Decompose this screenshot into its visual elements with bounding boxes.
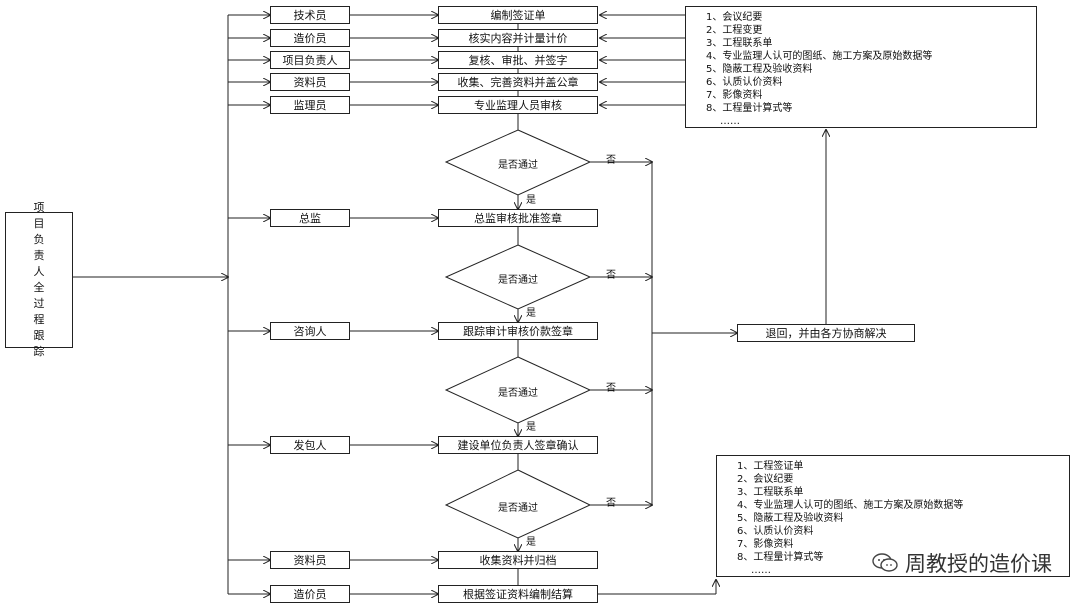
note-item: 5、隐蔽工程及验收资料: [706, 64, 813, 75]
yes-label: 是: [526, 537, 536, 548]
note-item: 8、工程量计算式等: [706, 103, 793, 114]
yes-label: 是: [526, 308, 536, 319]
no-label: 否: [606, 498, 616, 509]
note-item: 1、工程签证单: [737, 461, 804, 472]
yes-label: 是: [526, 195, 536, 206]
note-item: 2、工程变更: [706, 25, 763, 36]
step-settlement: 根据签证资料编制结算: [438, 585, 598, 603]
yes-label: 是: [526, 422, 536, 433]
step-audit-sign: 跟踪审计审核价款签章: [438, 322, 598, 340]
note-item: 6、认质认价资料: [737, 526, 814, 537]
role-cost-estimator: 造价员: [270, 29, 350, 47]
archive-documents-note: 1、工程签证单 2、会议纪要 3、工程联系单 4、专业监理人认可的图纸、施工方案…: [716, 455, 1070, 577]
step-review-approve: 复核、审批、并签字: [438, 51, 598, 69]
step-supervisor-review: 专业监理人员审核: [438, 96, 598, 114]
step-chief-approve: 总监审核批准签章: [438, 209, 598, 227]
role-employer: 发包人: [270, 436, 350, 454]
role-consultant: 咨询人: [270, 322, 350, 340]
note-item: 3、工程联系单: [706, 38, 773, 49]
watermark-text: 周教授的造价课: [905, 552, 1052, 576]
note-item: 5、隐蔽工程及验收资料: [737, 513, 844, 524]
step-prepare-visa: 编制签证单: [438, 6, 598, 24]
decision-diamond: [444, 129, 592, 196]
return-negotiate-box: 退回，并由各方协商解决: [737, 324, 915, 342]
note-item: 7、影像资料: [737, 539, 794, 550]
required-documents-note: 1、会议纪要 2、工程变更 3、工程联系单 4、专业监理人认可的图纸、施工方案及…: [685, 6, 1037, 128]
step-verify-pricing: 核实内容并计量计价: [438, 29, 598, 47]
no-label: 否: [606, 383, 616, 394]
decision-label: 是否通过: [498, 275, 538, 286]
note-item: 2、会议纪要: [737, 474, 794, 485]
role-cost-estimator-2: 造价员: [270, 585, 350, 603]
decision-label: 是否通过: [498, 388, 538, 399]
note-item: 4、专业监理人认可的图纸、施工方案及原始数据等: [737, 500, 964, 511]
role-document-clerk: 资料员: [270, 73, 350, 91]
role-project-manager: 项目负责人: [270, 51, 350, 69]
note-item: ……: [751, 565, 771, 576]
note-item: 7、影像资料: [706, 90, 763, 101]
note-item: ……: [720, 116, 740, 127]
note-item: 4、专业监理人认可的图纸、施工方案及原始数据等: [706, 51, 933, 62]
left-box-label: 项目负责人全过程跟踪: [33, 201, 45, 358]
note-item: 6、认质认价资料: [706, 77, 783, 88]
no-label: 否: [606, 155, 616, 166]
role-document-clerk-2: 资料员: [270, 551, 350, 569]
project-manager-tracking-box: 项目负责人全过程跟踪: [5, 201, 73, 358]
step-owner-confirm: 建设单位负责人签章确认: [438, 436, 598, 454]
note-item: 1、会议纪要: [706, 12, 763, 23]
decision-label: 是否通过: [498, 160, 538, 171]
wechat-icon: [872, 553, 898, 572]
decision-label: 是否通过: [498, 503, 538, 514]
note-item: 8、工程量计算式等: [737, 552, 824, 563]
role-chief-supervisor: 总监: [270, 209, 350, 227]
step-archive: 收集资料并归档: [438, 551, 598, 569]
watermark: 周教授的造价课: [871, 548, 1052, 578]
no-label: 否: [606, 270, 616, 281]
role-technician: 技术员: [270, 6, 350, 24]
note-item: 3、工程联系单: [737, 487, 804, 498]
decision-diamond: [444, 469, 592, 539]
decision-diamond: [444, 244, 592, 310]
step-collect-stamp: 收集、完善资料并盖公章: [438, 73, 598, 91]
decision-diamond: [444, 356, 592, 424]
role-supervisor: 监理员: [270, 96, 350, 114]
